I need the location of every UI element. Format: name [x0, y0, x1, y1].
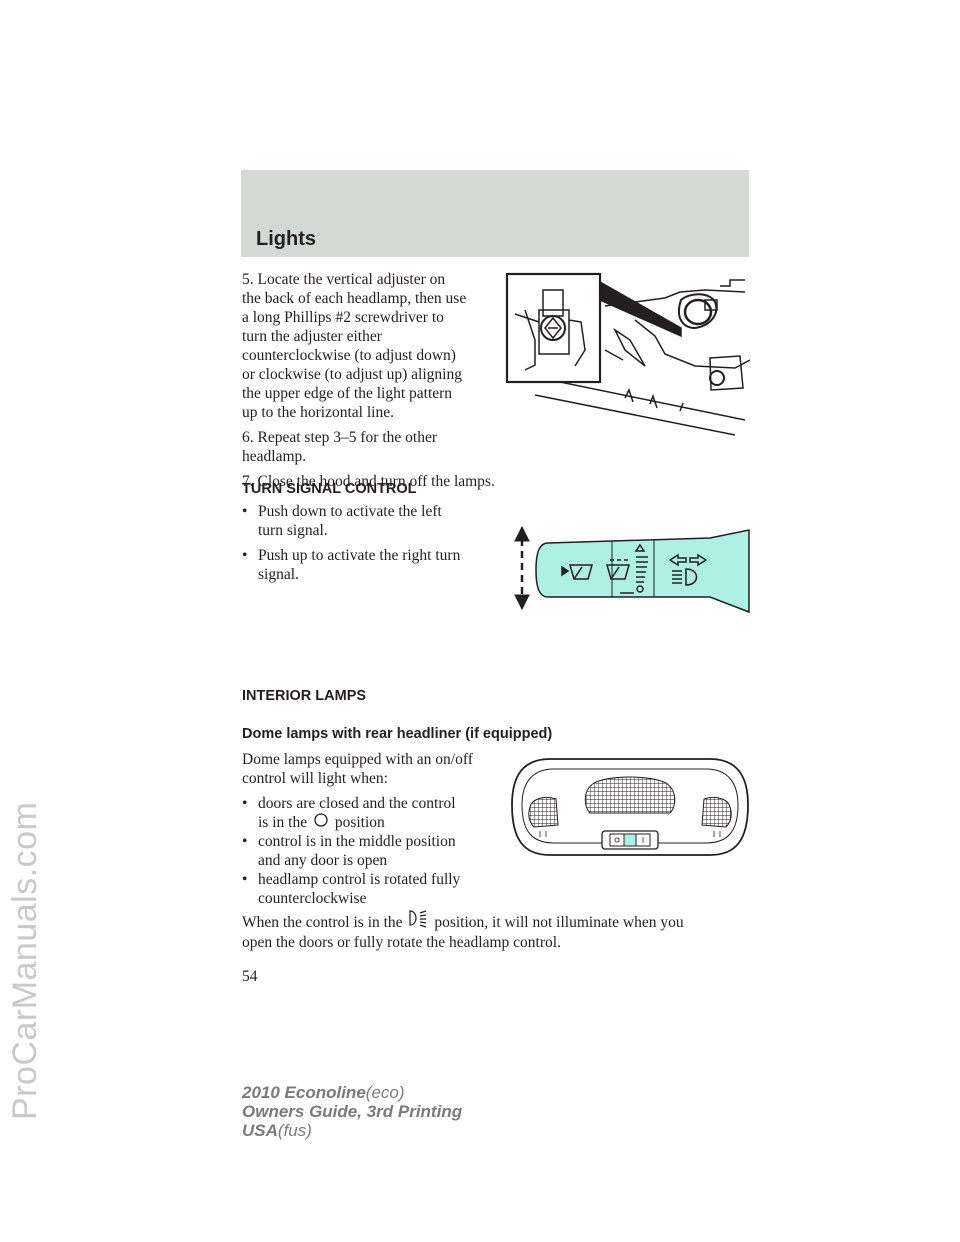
step-5-line: or clockwise (to adjust up) aligning [242, 366, 462, 383]
bullet-line: control is in the middle position [258, 833, 456, 850]
section-header: Lights [241, 170, 749, 257]
list-item: • headlamp control is rotated fully coun… [242, 870, 502, 910]
step-5-line: the back of each headlamp, then use [242, 290, 467, 307]
step-5-line: 5. Locate the vertical adjuster on [242, 271, 446, 288]
watermark: ProCarManuals.com [6, 801, 44, 1120]
footer-market-code: (fus) [277, 1121, 312, 1140]
bullet-line: counterclockwise [258, 890, 367, 907]
intro-line: control will light when: [242, 770, 388, 787]
step-5-line: turn the adjuster either [242, 328, 382, 345]
footer-model: 2010 Econoline [242, 1083, 366, 1102]
bullet: • [242, 871, 248, 888]
bullet-text: is in the [258, 814, 308, 831]
turn-signal-stalk-illustration [514, 525, 750, 614]
section-title: Lights [256, 228, 316, 250]
list-item: • Push down to activate the left turn si… [242, 502, 502, 542]
closing-line: When the control is in the position, it … [242, 910, 684, 932]
step-5-line: the upper edge of the light pattern [242, 385, 453, 402]
closing-line-2: open the doors or fully rotate the headl… [242, 934, 561, 951]
step-5-line: counterclockwise (to adjust down) [242, 347, 456, 364]
footer-market: USA [242, 1121, 278, 1140]
interior-lamps-heading: INTERIOR LAMPS [242, 688, 367, 704]
bullet-line: Push down to activate the left [258, 503, 442, 520]
bullet-line: and any door is open [258, 852, 388, 869]
circle-off-icon [314, 813, 328, 827]
list-item: • doors are closed and the control is in… [242, 794, 502, 834]
bullet-line: doors are closed and the control [258, 795, 456, 812]
list-item: • Push up to activate the right turn sig… [242, 546, 502, 586]
bullet: • [242, 547, 248, 564]
page-number: 54 [242, 968, 258, 985]
bullet-text: position [334, 814, 385, 831]
headlamp-door-icon [409, 910, 427, 928]
step-6-line: headlamp. [242, 448, 307, 465]
footer-guide: Owners Guide, 3rd Printing [242, 1102, 463, 1121]
list-item: • control is in the middle position and … [242, 832, 502, 872]
bullet: • [242, 795, 248, 812]
dome-lamp-illustration [511, 758, 749, 856]
footer-line: USA(fus) [242, 1121, 462, 1140]
dome-lamps-subheading: Dome lamps with rear headliner (if equip… [242, 726, 553, 742]
bullet-line: headlamp control is rotated fully [258, 871, 461, 888]
step-5-line: a long Phillips #2 screwdriver to [242, 309, 444, 326]
step-5-line: up to the horizontal line. [242, 404, 394, 421]
bullet: • [242, 833, 248, 850]
bullet-line: is in the position [258, 813, 508, 832]
footer-line: Owners Guide, 3rd Printing [242, 1102, 462, 1121]
step-6-line: 6. Repeat step 3–5 for the other [242, 429, 437, 446]
bullet-line: signal. [258, 566, 299, 583]
closing-text: position, it will not illuminate when yo… [434, 914, 684, 931]
bullet-line: turn signal. [258, 522, 328, 539]
headlamp-adjuster-illustration [505, 272, 751, 436]
footer-model-code: (eco) [365, 1083, 405, 1102]
footer: 2010 Econoline(eco) Owners Guide, 3rd Pr… [242, 1083, 462, 1140]
bullet-line: Push up to activate the right turn [258, 547, 461, 564]
closing-text: When the control is in the [242, 914, 403, 931]
intro-line: Dome lamps equipped with an on/off [242, 751, 473, 768]
step-7: 7. Close the hood and turn off the lamps… [242, 473, 495, 490]
footer-line: 2010 Econoline(eco) [242, 1083, 462, 1102]
bullet: • [242, 503, 248, 520]
turn-signal-heading: TURN SIGNAL CONTROL [242, 481, 417, 497]
